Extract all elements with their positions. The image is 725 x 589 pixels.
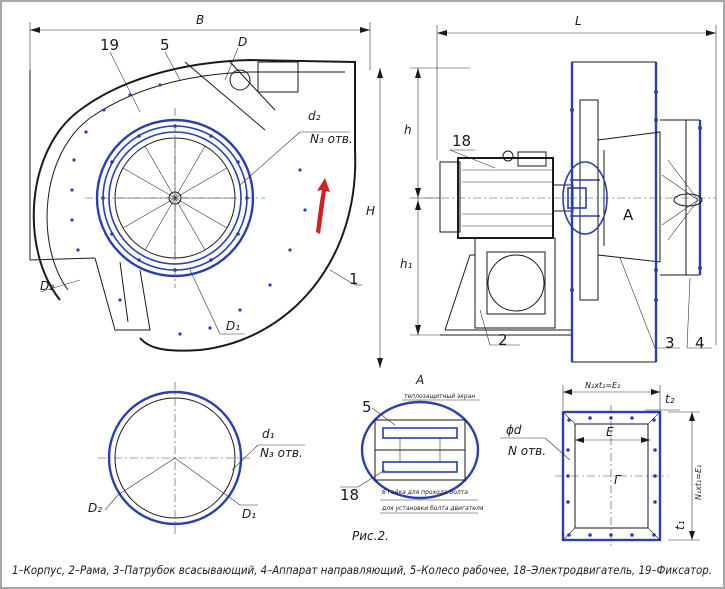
dim-N1-t1-E1: N₁xt₁=E₁: [694, 465, 703, 500]
side-view: L h h₁: [400, 14, 717, 363]
dim-D: D: [238, 35, 247, 49]
dim-D2-inlet: D₂: [88, 501, 102, 515]
callout-3: 3: [665, 334, 675, 352]
dim-d1: d₁: [262, 427, 275, 441]
callout-5: 5: [160, 36, 170, 54]
side-bolts: [570, 90, 702, 302]
callout-19: 19: [100, 36, 119, 54]
figure-caption: Рис.2.: [352, 529, 389, 543]
front-view: B H: [29, 13, 383, 368]
callout-18: 18: [452, 132, 471, 150]
dim-d2: d₂: [308, 109, 321, 123]
rotation-arrow: [316, 178, 330, 234]
suction-nozzle: [597, 119, 703, 276]
callout-1: 1: [349, 270, 359, 288]
dim-t1: t₁: [673, 520, 687, 530]
outlet-bolts: [566, 416, 657, 537]
detail-A-label: A: [415, 373, 424, 387]
outlet-flange-view: N₂xt₂=E₂ t₂ E Г: [500, 381, 703, 548]
note-heat-shield: теплозащитный экран: [404, 393, 475, 400]
dim-N-otv: N отв.: [508, 444, 546, 458]
dim-E-side: Г: [614, 473, 622, 487]
dim-t2: t₂: [665, 392, 675, 406]
detail-A-view: A теплозащитный экран 5 18 6 гайка для п…: [340, 373, 484, 514]
dim-D2: D₂: [40, 279, 54, 293]
parts-legend: 1–Корпус, 2–Рама, 3–Патрубок всасывающий…: [12, 563, 712, 577]
dim-N3-otv-inlet: N₃ отв.: [260, 446, 303, 460]
dim-h: h: [404, 123, 412, 137]
scroll-bolts: [70, 83, 307, 336]
callout-A: A: [623, 206, 634, 224]
dim-N2-t2-E2: N₂xt₂=E₂: [585, 381, 621, 390]
detail-callout-5: 5: [362, 398, 372, 416]
dim-L: L: [575, 14, 582, 28]
dim-H: H: [366, 204, 375, 218]
dim-D1: D₁: [226, 319, 240, 333]
dim-E: E: [606, 425, 614, 439]
dim-h1: h₁: [400, 257, 413, 271]
note-bolt-hole-2: для установки болта двигателя: [381, 505, 484, 512]
detail-callout-18: 18: [340, 486, 359, 504]
dim-B: B: [196, 13, 204, 27]
dim-D1-inlet: D₁: [242, 507, 256, 521]
dim-phi-d: ϕd: [506, 423, 522, 437]
inlet-flange-view: D₂ D₁ d₁ N₃ отв.: [88, 382, 305, 534]
dim-N3-otv: N₃ отв.: [310, 132, 353, 146]
callout-2: 2: [498, 331, 508, 349]
callout-4: 4: [695, 334, 705, 352]
note-bolt-hole-1: 6 гайка для прохода болта: [382, 489, 468, 496]
frame-base: [440, 237, 572, 336]
